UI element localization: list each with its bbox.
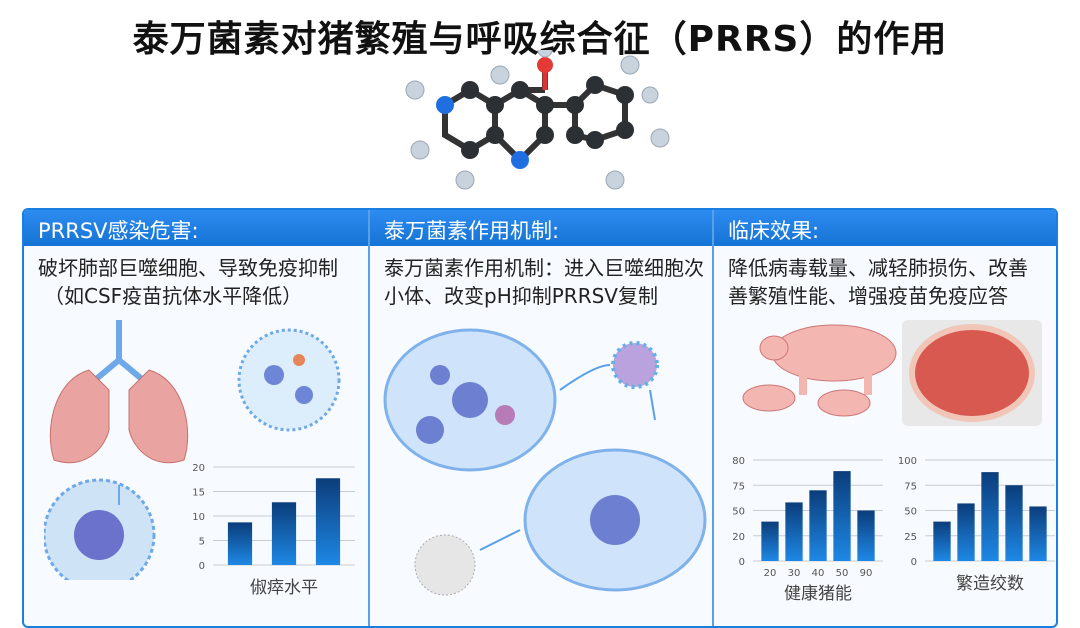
bar [761,521,779,561]
y-tick-label: 75 [904,481,917,492]
bar [1029,506,1047,561]
bar [809,490,827,561]
bar [857,510,875,561]
x-tick-label: 50 [836,568,849,579]
column-infection-harm: PRRSV感染危害: 破坏肺部巨噬细胞、导致免疫抑制 （如CSF疫苗抗体水平降低… [24,210,370,626]
bar [981,472,999,561]
y-tick-label: 0 [199,561,205,572]
text-line: 善繁殖性能、增强疫苗免疫应答 [728,284,1008,308]
y-tick-label: 75 [732,481,745,492]
y-tick-label: 0 [739,557,745,568]
y-tick-label: 0 [911,557,917,568]
y-tick-label: 5 [199,537,205,548]
y-tick-label: 80 [732,456,745,467]
column-text: 降低病毒载量、减轻肺损伤、改善 善繁殖性能、增强疫苗免疫应答 [714,246,1056,310]
bar [271,502,297,565]
column-clinical-effect: 临床效果: 降低病毒载量、减轻肺损伤、改善 善繁殖性能、增强疫苗免疫应答 [714,210,1056,626]
column-text: 泰万菌素作用机制：进入巨噬细胞次 小体、改变pH抑制PRRSV复制 [370,246,712,310]
x-tick-label: 90 [860,568,873,579]
y-tick-label: 20 [732,532,745,543]
molecule-illustration [405,50,670,190]
bar [833,471,851,561]
y-tick-label: 15 [192,488,205,499]
bar [957,503,975,561]
text-line: 降低病毒载量、减轻肺损伤、改善 [728,256,1028,280]
column-header: 泰万菌素作用机制: [370,210,712,246]
column-header: 临床效果: [714,210,1056,246]
text-line: 小体、改变pH抑制PRRSV复制 [384,284,658,308]
column-text: 破坏肺部巨噬细胞、导致免疫抑制 （如CSF疫苗抗体水平降低） [24,246,368,310]
x-tick-label: 20 [764,568,777,579]
lung-cell-illustration [44,320,341,580]
column-mechanism: 泰万菌素作用机制: 泰万菌素作用机制：进入巨噬细胞次 小体、改变pH抑制PRRS… [370,210,714,626]
bar [227,522,253,565]
bar [933,521,951,561]
y-tick-label: 50 [904,507,917,518]
bar [315,478,341,565]
text-line: 破坏肺部巨噬细胞、导致免疫抑制 [38,256,338,280]
x-tick-label: 40 [812,568,825,579]
y-tick-label: 100 [898,456,917,467]
bar-chart-reproduction: 0 25 50 75 100 繁造绞数 [898,456,1055,594]
column-header: PRRSV感染危害: [24,210,368,246]
text-line: 泰万菌素作用机制：进入巨噬细胞次 [384,256,704,280]
x-axis-label: 繁造绞数 [956,574,1024,594]
y-tick-label: 50 [732,507,745,518]
x-tick-label: 30 [788,568,801,579]
pig-lung-illustration [742,320,1042,426]
y-tick-label: 10 [192,512,205,523]
macrophage-illustration [383,328,707,596]
bar [785,502,803,561]
text-line: （如CSF疫苗抗体水平降低） [44,284,303,308]
y-tick-label: 20 [192,463,205,474]
bar [1005,485,1023,561]
bar-chart-health: 0 20 50 75 80 20 30 40 50 90 健康猪能 [732,456,883,604]
x-axis-label: 俶瘁水平 [250,578,318,598]
x-axis-label: 健康猪能 [784,584,852,604]
bar-chart-left: 0 5 10 15 20 俶瘁水平 [192,463,355,598]
y-tick-label: 25 [904,532,917,543]
